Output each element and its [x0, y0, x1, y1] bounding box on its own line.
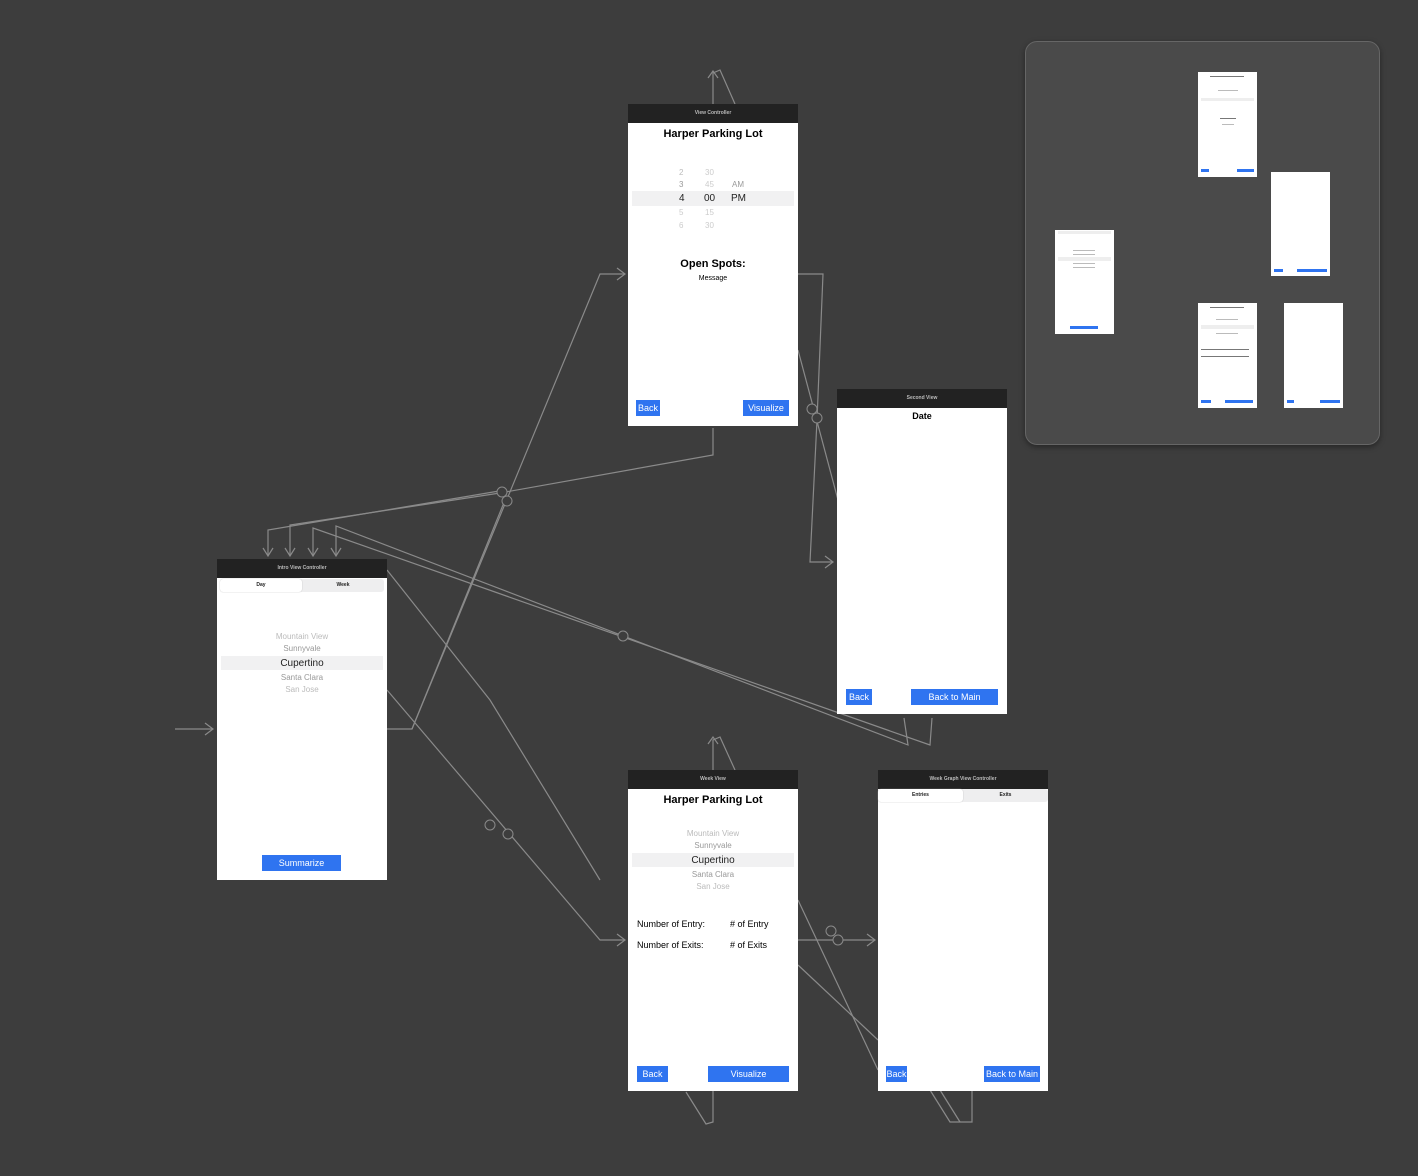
open-spots-label: Open Spots: — [680, 258, 746, 270]
picker-period[interactable]: AM — [732, 180, 744, 189]
exit-count-value: # of Exits — [730, 940, 768, 950]
entry-count-value: # of Entry — [730, 919, 769, 929]
picker-minute[interactable]: 45 — [705, 180, 714, 189]
back-to-main-button[interactable]: Back to Main — [984, 1066, 1040, 1082]
picker-hour[interactable]: 3 — [679, 180, 684, 189]
picker-minute[interactable]: 30 — [705, 168, 714, 177]
picker-hour[interactable]: 6 — [679, 221, 684, 230]
back-button[interactable]: Back — [637, 1066, 668, 1082]
minimap-intro-view-controller[interactable] — [1055, 230, 1114, 334]
scene-title: Second View — [837, 389, 1007, 408]
day-week-segmented-control[interactable]: Day Week — [220, 579, 384, 592]
exit-count-label: Number of Exits: — [637, 940, 704, 950]
picker-row[interactable]: Sunnyvale — [283, 644, 321, 653]
intro-view-controller-scene: Intro View Controller Day Week Mountain … — [217, 559, 387, 880]
back-button[interactable]: Back — [636, 400, 660, 416]
picker-row[interactable]: Santa Clara — [691, 870, 735, 879]
picker-row[interactable]: Mountain View — [275, 632, 329, 641]
page-title: Harper Parking Lot — [663, 794, 763, 806]
picker-hour[interactable]: 2 — [679, 168, 684, 177]
picker-minute[interactable]: 30 — [705, 221, 714, 230]
picker-row-selected[interactable]: Cupertino — [280, 658, 324, 669]
picker-minute[interactable]: 15 — [705, 208, 714, 217]
entries-exits-segmented-control[interactable]: Entries Exits — [878, 789, 1048, 802]
message-label: Message — [698, 275, 728, 282]
scene-title: View Controller — [628, 104, 798, 123]
segment-day[interactable]: Day — [220, 579, 302, 592]
back-to-main-button[interactable]: Back to Main — [911, 689, 998, 705]
segment-exits[interactable]: Exits — [999, 792, 1012, 798]
visualize-button[interactable]: Visualize — [743, 400, 789, 416]
minimap-second-view[interactable] — [1271, 172, 1330, 276]
week-view-scene: Week View Harper Parking Lot Mountain Vi… — [628, 770, 798, 1091]
picker-selection-band — [632, 853, 794, 867]
minimap-week-view[interactable] — [1198, 303, 1257, 408]
picker-selection-band — [221, 656, 383, 670]
storyboard-minimap[interactable] — [1025, 41, 1380, 445]
week-graph-view-controller-scene: Week Graph View Controller Entries Exits… — [878, 770, 1048, 1091]
picker-row[interactable]: Mountain View — [686, 829, 740, 838]
second-view-scene: Second View Date Back Back to Main — [837, 389, 1007, 714]
picker-row[interactable]: Sunnyvale — [694, 841, 732, 850]
picker-row[interactable]: San Jose — [285, 685, 319, 694]
back-button[interactable]: Back — [846, 689, 872, 705]
back-button[interactable]: Back — [886, 1066, 907, 1082]
date-label: Date — [912, 411, 932, 421]
picker-selection-band — [632, 191, 794, 206]
picker-row[interactable]: San Jose — [696, 882, 730, 891]
picker-row[interactable]: Santa Clara — [280, 673, 324, 682]
scene-title: Week View — [628, 770, 798, 789]
picker-period-selected[interactable]: PM — [731, 193, 746, 204]
picker-row-selected[interactable]: Cupertino — [691, 855, 735, 866]
page-title: Harper Parking Lot — [663, 128, 763, 140]
picker-minute-selected[interactable]: 00 — [704, 193, 716, 204]
picker-hour[interactable]: 5 — [679, 208, 684, 217]
minimap-week-graph-view-controller[interactable] — [1284, 303, 1343, 408]
summarize-button[interactable]: Summarize — [262, 855, 341, 871]
picker-hour-selected[interactable]: 4 — [679, 193, 685, 204]
scene-title: Intro View Controller — [217, 559, 387, 578]
visualize-button[interactable]: Visualize — [708, 1066, 789, 1082]
scene-title: Week Graph View Controller — [878, 770, 1048, 789]
view-controller-scene: View Controller Harper Parking Lot 2 3 4… — [628, 104, 798, 426]
minimap-view-controller[interactable] — [1198, 72, 1257, 177]
entry-count-label: Number of Entry: — [637, 919, 706, 929]
segment-week[interactable]: Week — [336, 582, 350, 588]
segment-entries[interactable]: Entries — [878, 789, 963, 802]
